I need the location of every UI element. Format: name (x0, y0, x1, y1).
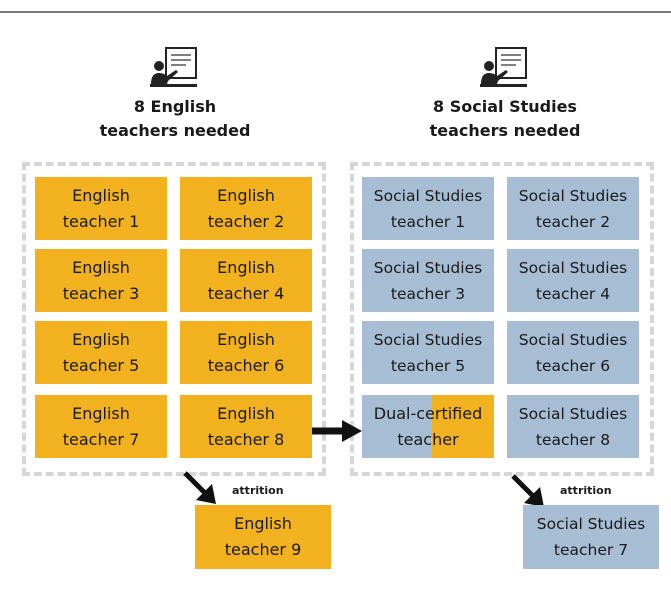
english-teacher-box: English teacher 7 (35, 395, 167, 458)
social-studies-teacher-box: Social Studies teacher 8 (507, 395, 639, 458)
social-studies-group (350, 162, 654, 476)
dual-certified-teacher-box: Dual-certified teacher (362, 395, 494, 458)
attrition-arrow-icon (511, 474, 544, 507)
english-teacher-box: English teacher 6 (180, 321, 312, 384)
social-studies-teacher-box: Social Studies teacher 2 (507, 177, 639, 240)
social-studies-heading: 8 Social Studies teachers needed (405, 95, 605, 143)
english-teacher-box: English teacher 8 (180, 395, 312, 458)
social-studies-attrition-label: attrition (560, 484, 612, 497)
top-divider (0, 11, 671, 13)
english-attrition-label: attrition (232, 484, 284, 497)
english-heading: 8 English teachers needed (75, 95, 275, 143)
english-teacher-box: English teacher 1 (35, 177, 167, 240)
english-teacher-box: English teacher 2 (180, 177, 312, 240)
social-studies-replacement-teacher-box: Social Studies teacher 7 (523, 505, 659, 569)
english-teacher-box: English teacher 4 (180, 249, 312, 312)
teacher-at-board-icon (150, 46, 198, 90)
english-replacement-teacher-box: English teacher 9 (195, 505, 331, 569)
english-heading-line1: 8 English (133, 97, 217, 116)
social-studies-teacher-box: Social Studies teacher 1 (362, 177, 494, 240)
social-studies-teacher-box: Social Studies teacher 3 (362, 249, 494, 312)
english-teacher-box: English teacher 3 (35, 249, 167, 312)
social-studies-teacher-box: Social Studies teacher 6 (507, 321, 639, 384)
english-group (22, 162, 326, 476)
social-studies-teacher-box: Social Studies teacher 5 (362, 321, 494, 384)
transfer-arrow-icon (312, 420, 362, 442)
english-teacher-box: English teacher 5 (35, 321, 167, 384)
english-heading-line2: teachers needed (99, 121, 251, 140)
social-studies-teacher-box: Social Studies teacher 4 (507, 249, 639, 312)
social-studies-heading-line2: teachers needed (429, 121, 581, 140)
teacher-at-board-icon (480, 46, 528, 90)
social-studies-heading-line1: 8 Social Studies (433, 97, 577, 116)
attrition-arrow-icon (183, 471, 216, 504)
